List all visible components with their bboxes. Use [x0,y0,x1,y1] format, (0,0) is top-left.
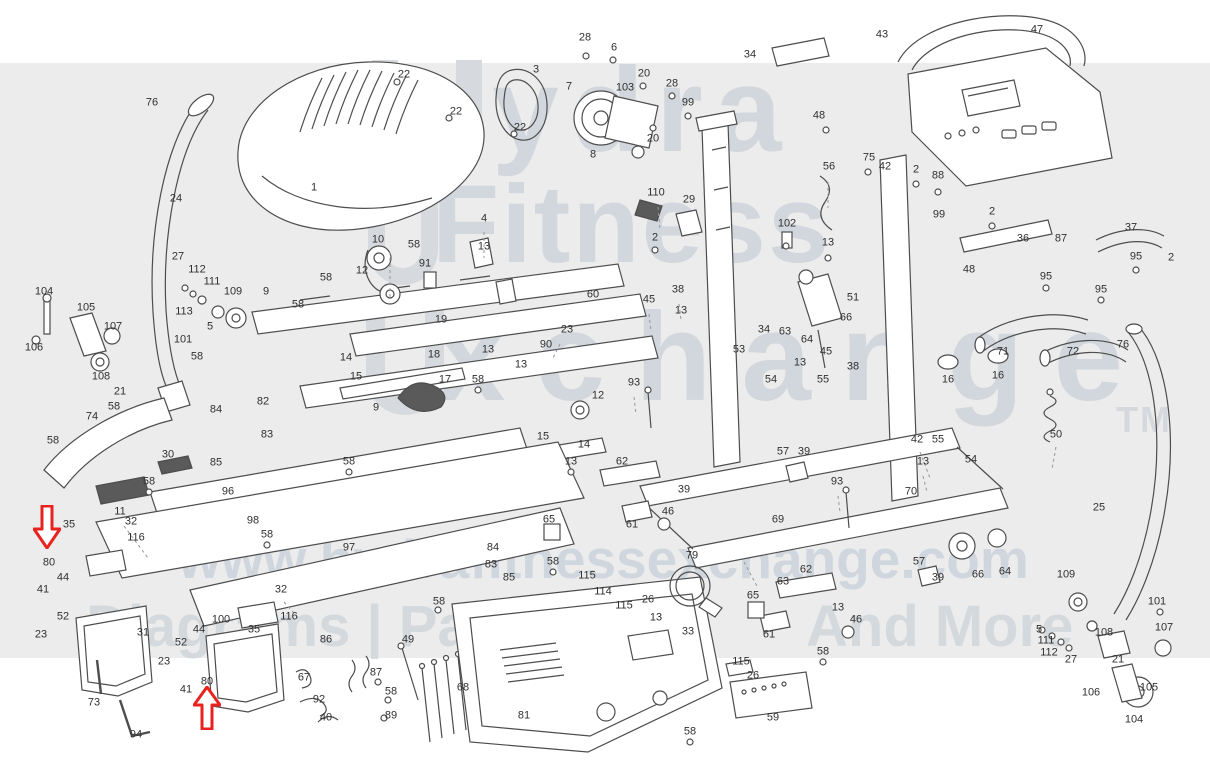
top-rail [251,263,625,335]
console-assembly [771,15,1165,253]
motor-hood [237,61,485,231]
base-frame [543,386,1009,639]
watermark-brand-line2: Fitness [432,163,832,286]
rear-roller-cluster-right [1038,592,1172,708]
left-handlebar [151,93,215,413]
fasteners [145,78,1140,746]
hardware-bottom-left [95,642,467,743]
drive-belt-and-motor [495,52,692,159]
leader-lines [123,182,1057,621]
right-handrails [937,314,1171,621]
storage-baskets [75,549,285,713]
deck-assembly [95,427,585,627]
frame-beams [299,237,659,463]
highlight-arrow-down [33,505,61,549]
uprights [634,110,919,502]
front-roller-cluster-left [31,284,247,372]
watermark-trademark: TM [1116,399,1172,440]
bottom-tray [451,565,813,753]
highlight-arrow-up [193,686,221,730]
left-foot-rail [43,397,173,489]
